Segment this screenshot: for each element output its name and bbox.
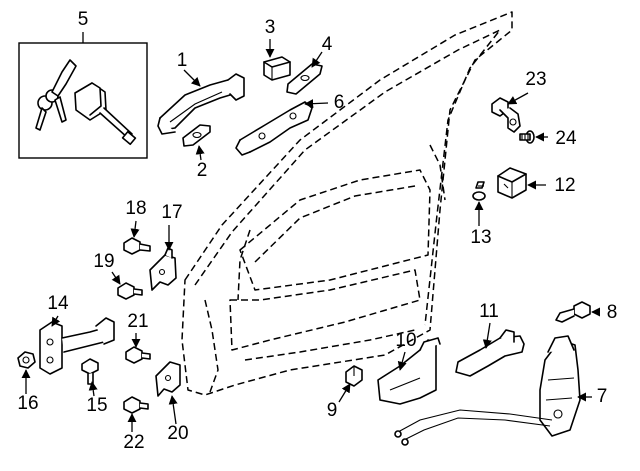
callout-22: 22 — [123, 432, 144, 453]
callout-17: 17 — [161, 202, 182, 223]
hinge-20-part — [155, 361, 181, 397]
door-switch-part — [491, 97, 521, 133]
bolt-15-part — [81, 358, 99, 385]
striker-part — [497, 167, 527, 199]
callout-9: 9 — [327, 400, 338, 421]
gasket-part — [286, 63, 323, 95]
callout-4: 4 — [322, 34, 333, 55]
clip-9-part — [345, 365, 363, 387]
handle-cover-part — [182, 124, 211, 147]
bolt-19-part — [117, 282, 143, 300]
screw-13-part — [472, 181, 486, 201]
callout-5: 5 — [78, 9, 89, 30]
handle-bracket-part — [235, 101, 313, 156]
door-panel-outline — [181, 11, 513, 396]
callout-10: 10 — [395, 330, 416, 351]
bracket-11-part — [455, 329, 525, 377]
callout-15: 15 — [86, 395, 107, 416]
nut-16-part — [17, 351, 36, 369]
callout-12: 12 — [554, 175, 575, 196]
outside-handle-part — [157, 73, 245, 135]
handle-cap-part — [263, 56, 291, 81]
door-checker-part — [39, 317, 115, 375]
callout-13: 13 — [470, 227, 491, 248]
callout-2: 2 — [197, 160, 208, 181]
callout-21: 21 — [127, 311, 148, 332]
bolt-8-part — [555, 301, 591, 323]
callout-3: 3 — [265, 17, 276, 38]
callout-11: 11 — [479, 301, 499, 322]
lock-cylinder-icon — [74, 82, 137, 146]
bolt-21-part — [125, 346, 151, 364]
callout-18: 18 — [125, 198, 146, 219]
callout-16: 16 — [17, 393, 38, 414]
inner-handle-part — [377, 337, 441, 405]
key-icon — [35, 59, 77, 131]
callout-1: 1 — [177, 50, 188, 71]
callout-24: 24 — [555, 128, 577, 149]
bolt-22-part — [123, 396, 149, 414]
hinge-17-part — [149, 247, 177, 291]
door-latch-part — [394, 335, 581, 446]
callout-19: 19 — [93, 251, 114, 272]
callout-8: 8 — [607, 302, 618, 323]
callout-20: 20 — [167, 423, 188, 444]
bolt-18-part — [123, 237, 151, 255]
key-cylinder-box — [18, 42, 148, 159]
screw-24-part — [519, 130, 535, 144]
callout-labels: 5 1 2 3 4 6 23 24 12 13 18 17 19 14 16 1… — [17, 9, 617, 453]
leader-lines — [21, 32, 601, 432]
callout-14: 14 — [47, 293, 69, 314]
callout-23: 23 — [525, 69, 546, 90]
callout-6: 6 — [334, 92, 345, 113]
callout-7: 7 — [597, 386, 608, 407]
